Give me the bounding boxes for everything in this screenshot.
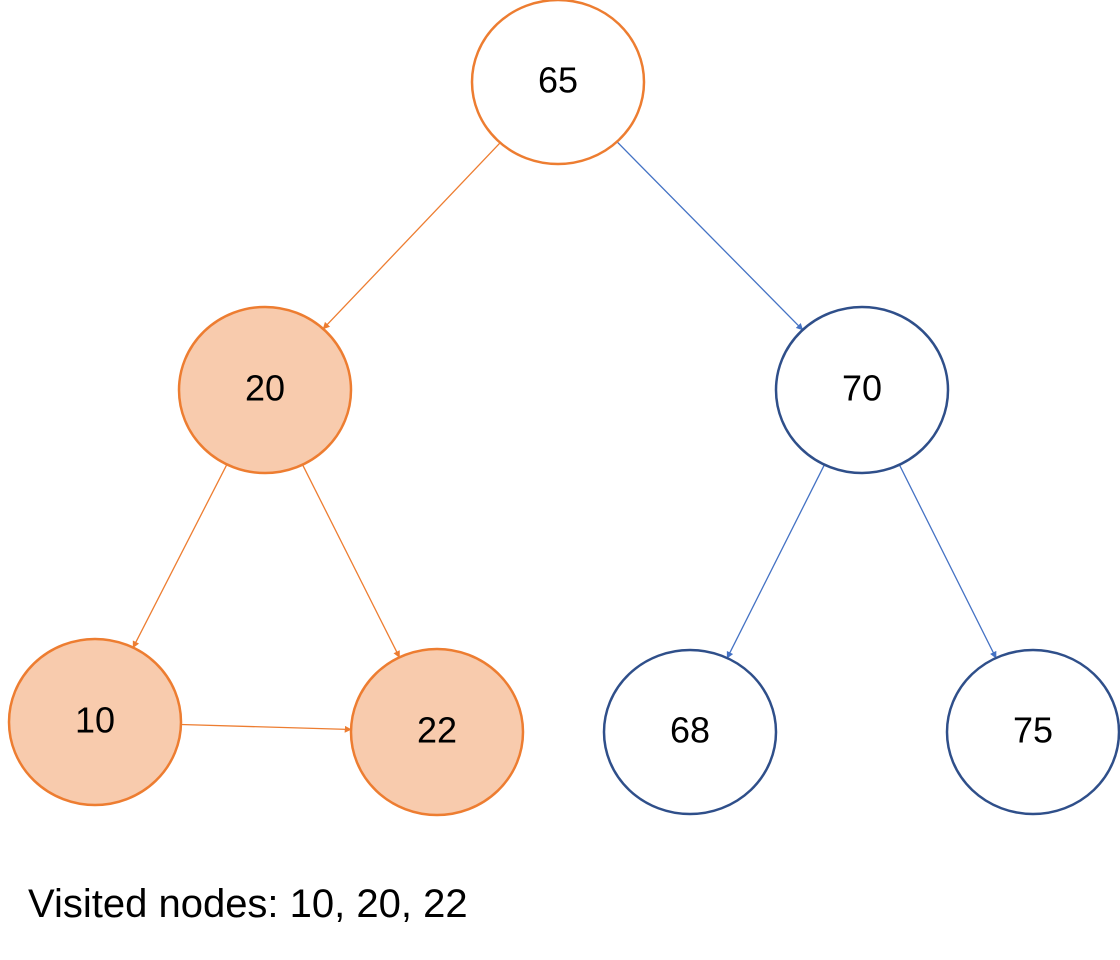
node-20-label: 20	[245, 368, 285, 409]
node-65-label: 65	[538, 60, 578, 101]
visited-nodes-caption: Visited nodes: 10, 20, 22	[28, 882, 468, 926]
node-75-label: 75	[1013, 710, 1053, 751]
edge-10-to-22	[180, 723, 352, 733]
node-68: 68	[602, 648, 778, 816]
edge-65-to-70	[616, 141, 804, 331]
nodes-layer: 65 20 70 10 22 68 75	[7, 0, 1120, 817]
node-20: 20	[177, 305, 353, 475]
node-10-label: 10	[75, 700, 115, 741]
node-10-circle	[7, 637, 183, 807]
node-10: 10	[7, 637, 183, 807]
node-65: 65	[470, 0, 646, 166]
node-75-circle	[945, 648, 1120, 816]
node-65-circle	[470, 0, 646, 166]
edge-20-to-22	[301, 464, 401, 658]
node-22-circle	[349, 647, 525, 817]
edges-layer	[132, 141, 997, 733]
node-68-circle	[602, 648, 778, 816]
node-68-label: 68	[670, 710, 710, 751]
node-75: 75	[945, 648, 1120, 816]
edge-20-to-10	[132, 464, 228, 649]
edge-70-to-68	[726, 464, 826, 659]
node-22: 22	[349, 647, 525, 817]
node-70: 70	[774, 305, 950, 475]
node-20-circle	[177, 305, 353, 475]
edge-70-to-75	[898, 464, 997, 659]
node-22-label: 22	[417, 710, 457, 751]
edge-65-to-20	[322, 142, 501, 330]
node-70-circle	[774, 305, 950, 475]
node-70-label: 70	[842, 368, 882, 409]
